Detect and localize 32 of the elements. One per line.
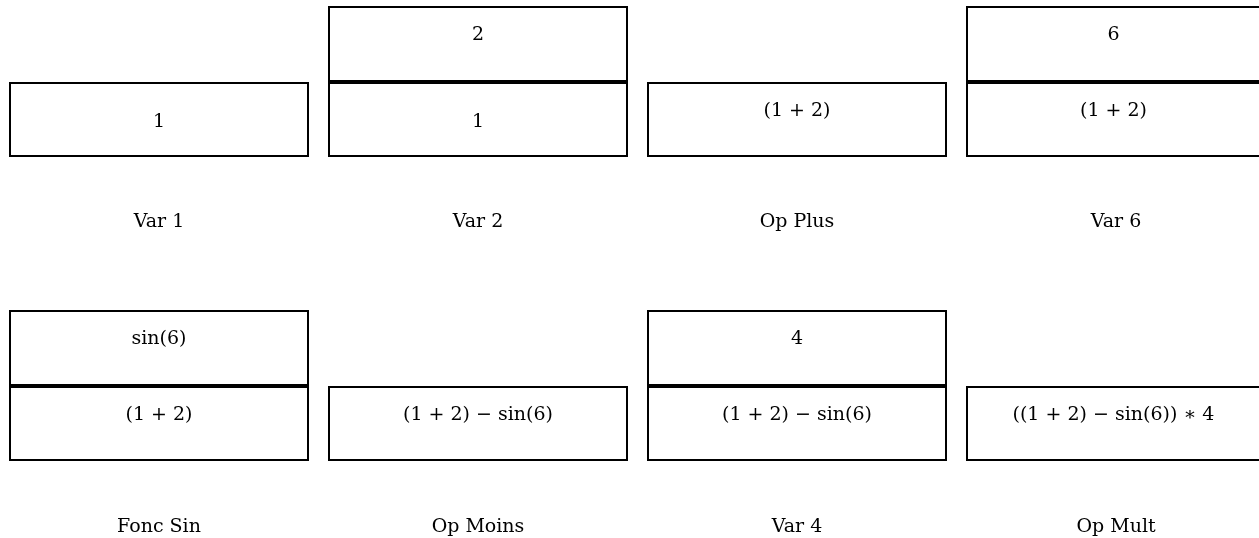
stack-cell <box>9 386 309 461</box>
stack-cell <box>647 82 947 157</box>
cell-value: 1 <box>471 108 485 131</box>
cell-value: (1 + 2) − sin(6) <box>403 402 553 424</box>
stack-cell <box>647 386 947 461</box>
cell-value: 1 <box>152 108 166 131</box>
stack-cell <box>9 82 309 157</box>
stack-cell <box>966 386 1259 461</box>
cell-value: (1 + 2) − sin(6) <box>722 402 872 424</box>
cell-value: 2 <box>471 22 485 44</box>
cell-value: sin(6) <box>131 326 187 348</box>
cell-value: (1 + 2) <box>1080 98 1147 120</box>
cell-value: (1 + 2) <box>763 98 831 120</box>
stack-cell <box>966 82 1259 157</box>
stack-caption: Var 1 <box>133 209 185 231</box>
stack-caption: Op Plus <box>759 209 835 231</box>
stack-caption: Op Mult <box>1076 514 1156 536</box>
stack-cell <box>966 6 1259 84</box>
stack-cell <box>328 386 628 461</box>
stack-caption: Op Moins <box>431 514 525 536</box>
stack-cell <box>647 310 947 388</box>
stack-cell <box>328 82 628 157</box>
stack-caption: Var 6 <box>1090 209 1142 231</box>
cell-value: ((1 + 2) − sin(6)) ∗ 4 <box>1012 402 1215 424</box>
stack-cell <box>328 6 628 84</box>
cell-value: 6 <box>1107 22 1120 44</box>
cell-value: (1 + 2) <box>125 402 193 424</box>
stack-caption: Fonc Sin <box>117 514 201 536</box>
stack-caption: Var 2 <box>452 209 504 231</box>
stack-caption: Var 4 <box>771 514 823 536</box>
cell-value: 4 <box>790 326 804 348</box>
stack-cell <box>9 310 309 388</box>
